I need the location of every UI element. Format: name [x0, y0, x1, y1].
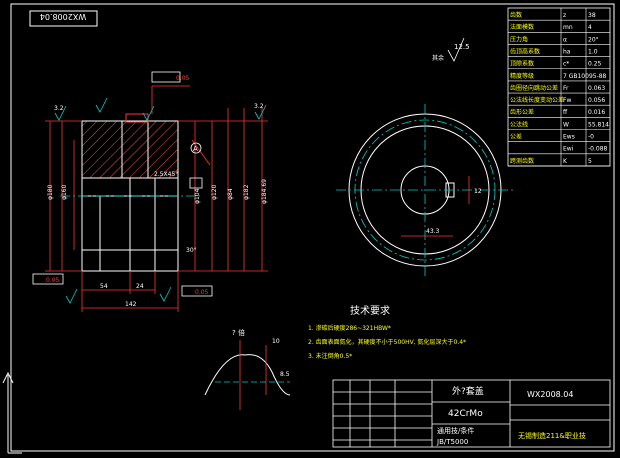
gear-table-symbol: mn	[563, 24, 573, 31]
tol-sym-right: 0.05	[195, 289, 209, 296]
tech-req-title: 技术要求	[350, 304, 390, 317]
gear-table-symbol: c*	[563, 61, 569, 68]
rough-rest-label: 其余	[432, 54, 444, 62]
gear-table-value: 0.016	[588, 109, 605, 116]
code-stamp-box	[29, 10, 98, 27]
rough-rest-symbol	[447, 37, 465, 62]
title-block	[332, 379, 611, 448]
dim-d7: φ184.69	[261, 179, 268, 204]
section-view: 0.05 0.05 0.05 A 3.2 3.2 φ180 φ160 φ104 …	[32, 71, 268, 312]
dim-d1: φ180	[47, 184, 54, 200]
tech-req-item-3: 3. 未注倒角0.5*	[308, 352, 352, 360]
dim-total-length: 142	[125, 301, 137, 308]
code-stamp-text: WX2008.04	[40, 12, 86, 21]
ucs-axis-icon	[2, 371, 22, 454]
gear-table-value: -0.088	[588, 146, 608, 153]
dim-length-b: 24	[136, 283, 144, 290]
material: 42CrMo	[448, 409, 483, 419]
dim-keyway-height: 43.3	[426, 228, 440, 235]
gear-table-label: 公法线	[510, 120, 528, 128]
gear-table-symbol: Ewi	[563, 146, 574, 153]
drawing-border	[10, 3, 615, 452]
tooth-dim-a: 10	[272, 338, 280, 345]
gear-table-label: 齿形公差	[510, 108, 534, 116]
gear-table-symbol: 7 GB10095-88	[563, 73, 607, 80]
gear-table-symbol: z	[563, 12, 566, 19]
datum-label: A	[193, 145, 198, 153]
datum-circle	[190, 142, 202, 154]
rough-b: 3.2	[254, 103, 264, 110]
gear-table-symbol: ha	[563, 48, 571, 55]
rough-a: 3.2	[54, 105, 64, 112]
gear-table-value: 0.056	[588, 97, 605, 104]
gear-table-value: 5	[588, 158, 592, 165]
detail-label: ? 倍	[232, 328, 245, 337]
gear-table-symbol: α	[563, 36, 567, 43]
part-name: 外?套盖	[452, 385, 484, 397]
gear-table-label: 齿圈径向跳动公差	[510, 84, 558, 92]
gear-table-symbol: Ews	[563, 134, 575, 141]
gear-table-symbol: K	[563, 158, 568, 165]
gear-table-symbol: Fw	[563, 97, 571, 104]
gear-table-value: -0	[588, 134, 594, 141]
gear-table-label: 压力角	[510, 35, 528, 43]
dim-d4: φ120	[211, 184, 218, 200]
tooth-dim-b: 8.5	[280, 371, 290, 378]
gear-table-value: 55.814	[588, 121, 609, 128]
gear-table-label: 齿数	[510, 11, 522, 19]
gear-table-label: 顶隙系数	[510, 60, 534, 68]
tooth-detail	[204, 340, 291, 410]
gear-table-label: 跨测齿数	[510, 157, 534, 165]
gear-table-value: 0.063	[588, 85, 605, 92]
gear-table-label: 公差	[510, 133, 522, 141]
tech-req-item-1: 1. 渗碳后硬度286~321HBW*	[308, 324, 391, 332]
dim-keyway-width: 12	[474, 188, 482, 195]
gear-table-value: 0.25	[588, 61, 602, 68]
dim-d2: φ160	[61, 184, 68, 200]
dim-d5: φ84	[227, 188, 234, 200]
standard-line-1: 通用技/条件	[437, 426, 474, 435]
gear-table-label: 公法线长度变动公差	[510, 96, 564, 104]
company-name: 无锡制造211&职业技	[518, 431, 586, 440]
tol-runout-top: 0.05	[176, 75, 190, 82]
gear-table-value: 1.0	[588, 48, 598, 55]
gear-table-label: 齿顶高系数	[510, 47, 540, 55]
dim-d6: φ182	[243, 184, 250, 200]
gear-table-value: 20°	[588, 36, 599, 43]
dim-angle: 30°	[186, 247, 197, 254]
tech-req-item-2: 2. 齿面表面氮化，其硬度不小于500HV, 氮化层深大于0.4*	[308, 338, 466, 346]
hatched-section-upper	[82, 121, 178, 178]
gear-table-label: 法面模数	[510, 23, 534, 31]
gear-table-symbol: Fr	[563, 85, 569, 92]
gear-table-value: 38	[588, 12, 596, 19]
gear-table-value: 4	[588, 24, 592, 31]
gear-table-label: 精度等级	[510, 72, 534, 80]
tol-runout-left: 0.05	[46, 277, 60, 284]
end-view	[336, 104, 514, 276]
gear-table-symbol: W	[563, 121, 569, 128]
dim-d3: φ104	[194, 188, 201, 204]
rough-rest-value: 12.5	[454, 43, 470, 51]
dim-chamfer: 2.5X45°	[154, 171, 178, 178]
dim-length-a: 54	[100, 283, 108, 290]
gear-table-symbol: ff	[563, 109, 568, 116]
drawing-number: WX2008.04	[527, 390, 573, 399]
standard-line-2: JB/T5000	[436, 438, 468, 446]
